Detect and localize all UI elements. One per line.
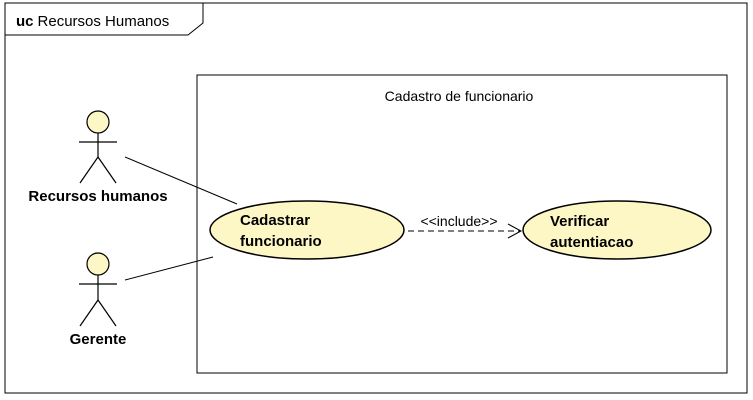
actor-gerente[interactable]: Gerente [70,252,127,348]
use-case-cadastrar-funcionario[interactable]: Cadastrar funcionario [209,200,405,260]
actor-right-leg [97,299,117,327]
use-case-label-line1: Verificar [550,213,609,230]
actor-left-leg [79,299,99,327]
association-rh-cadastrar [124,156,238,205]
include-label: <<include>> [420,213,497,229]
include-arrowhead [507,223,523,239]
frame-name: Recursos Humanos [38,13,170,30]
actor-right-leg [97,156,117,184]
association-gerente-cadastrar [124,256,214,281]
use-case-label-line2: funcionario [240,233,322,250]
use-case-ellipse [522,200,712,260]
frame-keyword: uc [16,13,34,30]
frame-tab [4,2,204,36]
use-case-label-line2: autentiacao [550,234,633,251]
use-case-verificar-autentiacao[interactable]: Verificar autentiacao [522,200,712,260]
actor-left-leg [79,156,99,184]
actor-head [86,252,110,276]
actor-head [86,110,110,134]
actor-recursos-humanos[interactable]: Recursos humanos [28,110,168,205]
use-case-label-line1: Cadastrar [240,212,310,229]
actor-label: Gerente [70,331,127,348]
system-boundary-title: Cadastro de funcionario [385,88,534,104]
actor-label: Recursos humanos [28,188,167,205]
use-case-ellipse [209,200,405,260]
